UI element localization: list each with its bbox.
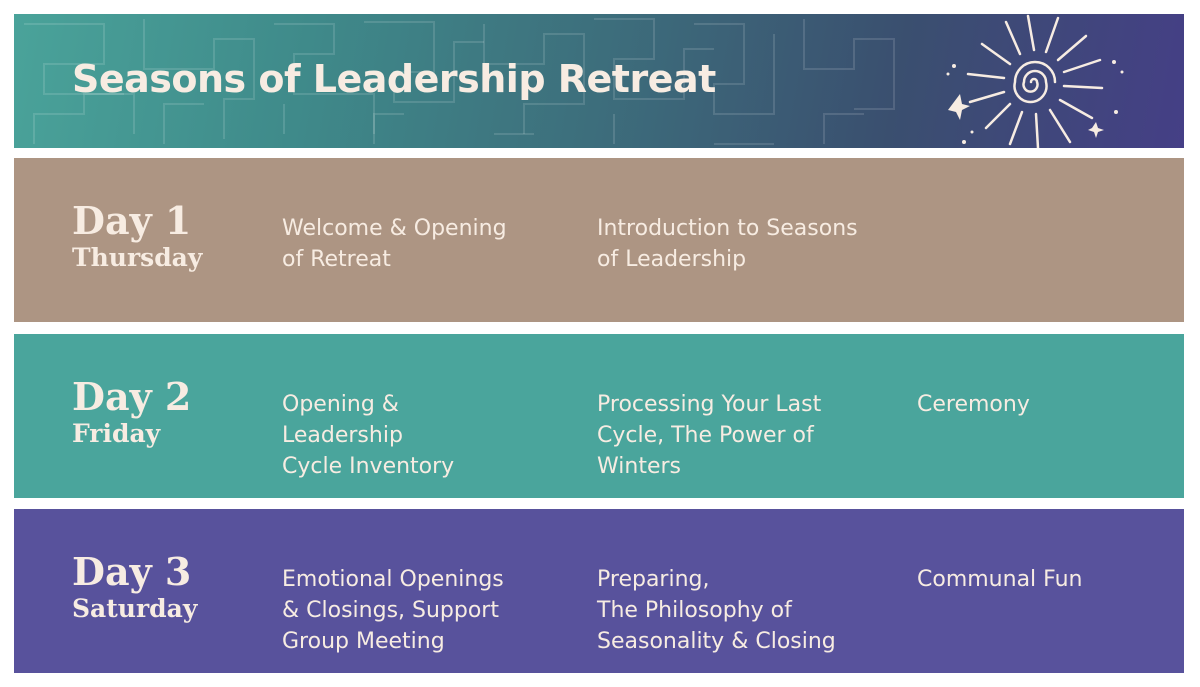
session-text: Preparing, The Philosophy of Seasonality… [597, 567, 836, 654]
header-banner: Seasons of Leadership Retreat [14, 14, 1184, 148]
day-row-1: Day 1 Thursday Welcome & Opening of Retr… [14, 158, 1184, 322]
day-heading: Day 1 Thursday [72, 198, 202, 272]
day-weekday: Friday [72, 419, 161, 448]
day-number: Day 2 [72, 374, 192, 419]
day-heading: Day 2 Friday [72, 374, 191, 448]
day-number: Day 1 [72, 198, 192, 243]
page-title: Seasons of Leadership Retreat [72, 57, 716, 101]
day-weekday: Saturday [72, 594, 198, 623]
session-text: Emotional Openings & Closings, Support G… [282, 567, 504, 654]
day-number: Day 3 [72, 549, 192, 594]
day-row-3: Day 3 Saturday Emotional Openings & Clos… [14, 509, 1184, 673]
day-row-2: Day 2 Friday Opening & Leadership Cycle … [14, 334, 1184, 498]
maze-pattern [24, 18, 895, 145]
session-text: Ceremony [917, 392, 1030, 417]
day-heading: Day 3 Saturday [72, 549, 197, 623]
session-text: Processing Your Last Cycle, The Power of… [597, 392, 822, 479]
session-text: Welcome & Opening of Retreat [282, 216, 507, 272]
session-text: Communal Fun [917, 567, 1083, 592]
session-text: Introduction to Seasons of Leadership [597, 216, 858, 272]
sun-spiral-icon [946, 14, 1124, 148]
day-weekday: Thursday [72, 243, 203, 272]
session-text: Opening & Leadership Cycle Inventory [282, 392, 455, 479]
